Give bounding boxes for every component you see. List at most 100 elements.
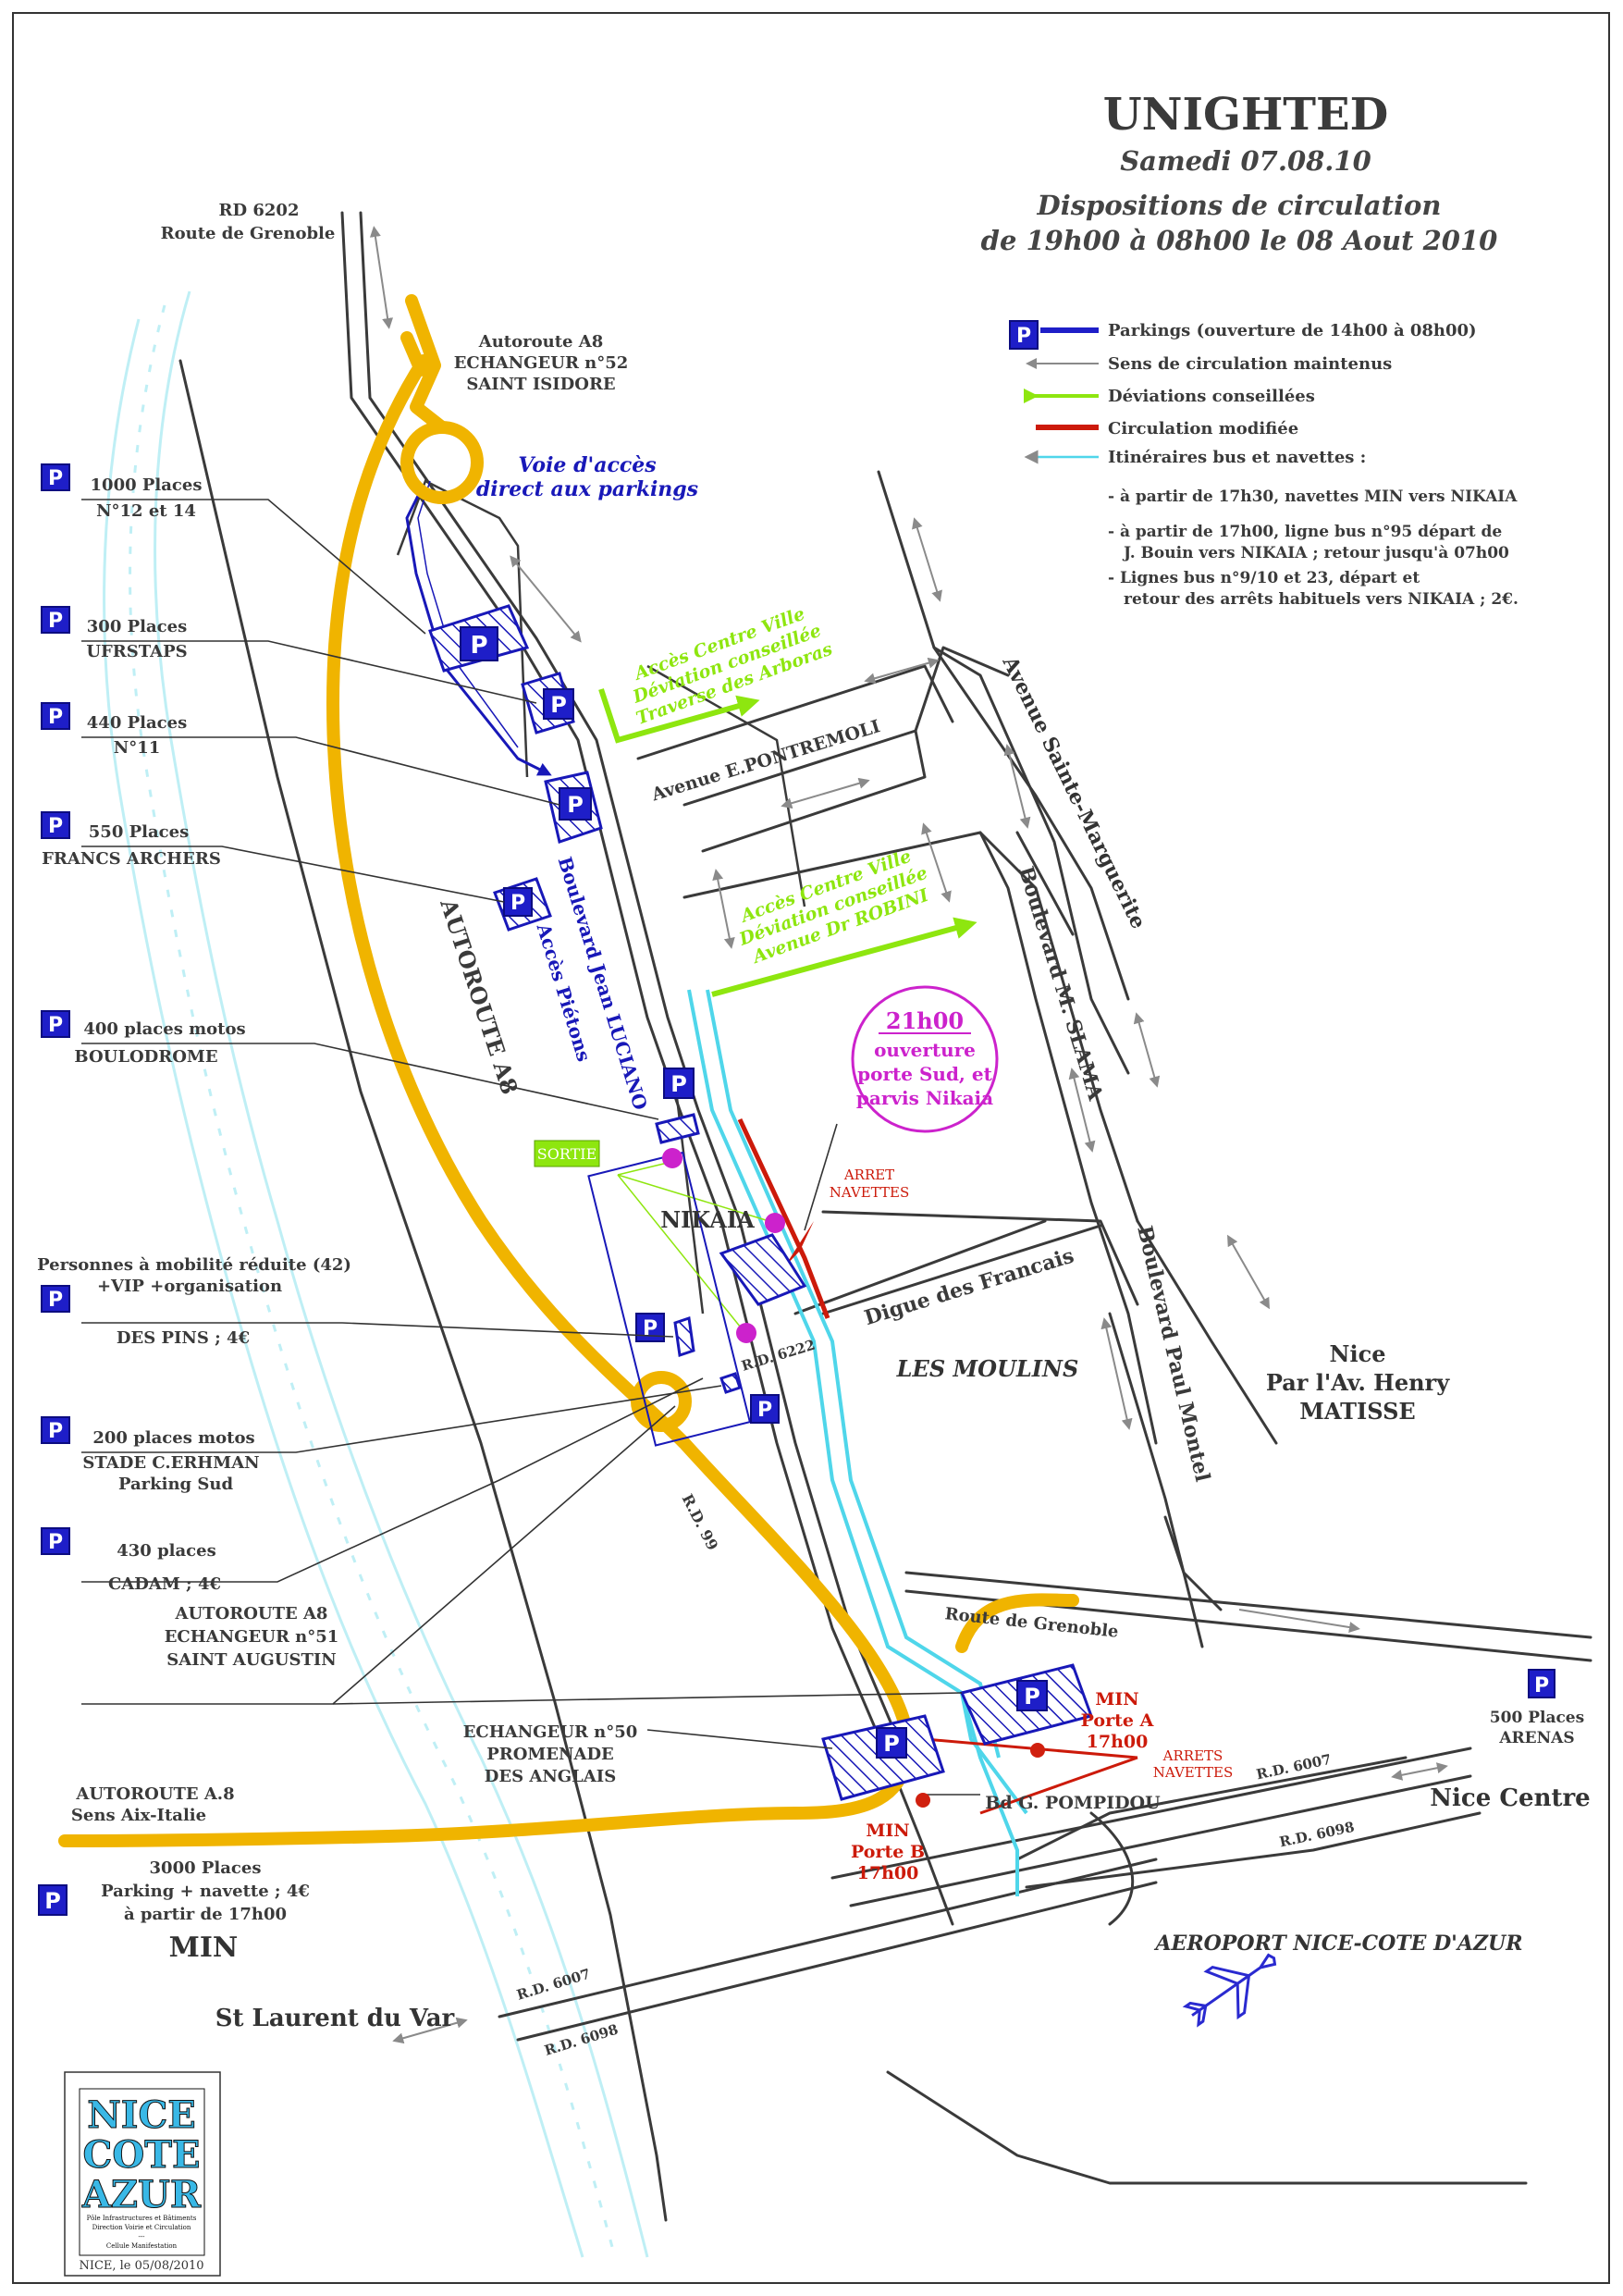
arret-label: NAVETTES xyxy=(830,1184,910,1201)
echangeur-51-label: AUTOROUTE A8 xyxy=(175,1604,328,1623)
les-moulins-label: LES MOULINS xyxy=(896,1355,1079,1382)
svg-text:P: P xyxy=(470,632,487,660)
parking-label: 440 Places xyxy=(87,713,187,733)
svg-text:P: P xyxy=(643,1317,658,1340)
svg-text:P: P xyxy=(44,1888,61,1914)
pontremoli-label: Avenue E.PONTREMOLI xyxy=(648,716,882,805)
legend-note-3a: - Lignes bus n°9/10 et 23, départ et xyxy=(1108,569,1420,587)
legend-deviations: Déviations conseillées xyxy=(1108,387,1315,406)
nice-matisse-label: MATISSE xyxy=(1299,1398,1415,1425)
svg-text:P: P xyxy=(757,1399,772,1422)
a8-sens-label: Sens Aix-Italie xyxy=(71,1806,206,1825)
legend-circulation: Circulation modifiée xyxy=(1108,419,1298,438)
svg-text:P: P xyxy=(48,1420,63,1443)
parking-label: ARENAS xyxy=(1498,1729,1574,1747)
rd6098-label: R.D. 6098 xyxy=(543,2021,621,2059)
subtitle-line-1: Dispositions de circulation xyxy=(1037,190,1442,221)
aeroport-label: AEROPORT NICE-COTE D'AZUR xyxy=(1153,1932,1522,1956)
logo-azur: AZUR xyxy=(81,2173,202,2216)
rd99-label: R.D. 99 xyxy=(679,1491,722,1553)
parking-label: DES PINS ; 4€ xyxy=(117,1328,250,1348)
parking-label: Parking Sud xyxy=(118,1475,234,1494)
parking-label: 300 Places xyxy=(87,617,187,636)
min-porte-a-label: MIN xyxy=(1095,1689,1138,1710)
parking-label: 400 places motos xyxy=(83,1019,245,1039)
logo-caption: --- xyxy=(138,2233,145,2240)
rd6202-label: Route de Grenoble xyxy=(161,224,336,243)
legend-note-3b: retour des arrêts habituels vers NIKAIA … xyxy=(1124,590,1518,609)
logo-caption: Cellule Manifestation xyxy=(106,2242,178,2250)
parking-label: UFRSTAPS xyxy=(86,642,187,661)
min-porte-b-label: Porte B xyxy=(851,1842,925,1862)
echangeur-52-label: Autoroute A8 xyxy=(478,332,603,352)
legend-note-2a: - à partir de 17h00, ligne bus n°95 dépa… xyxy=(1108,523,1502,541)
arrets-label: NAVETTES xyxy=(1153,1764,1234,1781)
parking-letters: P P P P P P P P P P P P P P P P P P P P xyxy=(44,325,1549,1914)
bubble-line: porte Sud, et xyxy=(857,1063,992,1085)
logo-caption: Pôle Infrastructures et Bâtiments xyxy=(87,2215,197,2222)
parking-markers xyxy=(38,320,1555,1916)
svg-text:P: P xyxy=(883,1731,900,1757)
street-network xyxy=(178,211,1592,2222)
subtitle-line-2: de 19h00 à 08h00 le 08 Aout 2010 xyxy=(981,225,1498,256)
svg-text:P: P xyxy=(550,692,567,718)
voie-acces-label: direct aux parkings xyxy=(476,477,698,501)
arrets-label: ARRETS xyxy=(1162,1747,1223,1764)
nice-cote-azur-logo xyxy=(64,2071,221,2277)
bubble-time: 21h00 xyxy=(886,1007,964,1034)
legend-symbols xyxy=(1024,327,1099,464)
logo-footer: NICE, le 05/08/2010 xyxy=(79,2259,203,2273)
svg-text:P: P xyxy=(1016,325,1031,348)
bus-route xyxy=(687,989,1028,1896)
page-frame xyxy=(12,12,1610,2284)
digue-label: Digue des Francais xyxy=(862,1243,1077,1330)
nikaia-markers xyxy=(662,1148,1045,1808)
circulation-arrows xyxy=(369,226,1448,2044)
svg-text:P: P xyxy=(48,815,63,838)
logo-caption: Direction Voirie et Circulation xyxy=(92,2224,191,2231)
legend-itineraires: Itinéraires bus et navettes : xyxy=(1108,448,1366,467)
circulation-modifiee xyxy=(737,1117,830,1319)
parking-label: 3000 Places xyxy=(150,1858,262,1878)
parking-label: STADE C.ERHMAN xyxy=(82,1453,259,1473)
voie-acces-label: Voie d'accès xyxy=(518,453,656,477)
parking-label: Parking + navette ; 4€ xyxy=(101,1882,310,1901)
parking-label: 550 Places xyxy=(89,822,189,842)
parking-label: N°11 xyxy=(114,738,161,758)
min-porte-a-label: Porte A xyxy=(1081,1710,1154,1731)
svg-text:P: P xyxy=(510,892,525,915)
paul-montel-label: Boulevard Paul Montel xyxy=(1132,1224,1214,1485)
min-porte-b-label: MIN xyxy=(866,1821,909,1841)
opening-bubble xyxy=(851,985,999,1133)
echangeur-50-label: PROMENADE xyxy=(486,1745,614,1764)
voie-acces-route xyxy=(405,489,552,776)
nikaia-perimeter xyxy=(587,1151,752,1447)
legend-note-1: - à partir de 17h30, navettes MIN vers N… xyxy=(1108,488,1518,506)
parking-label: 1000 Places xyxy=(91,475,203,495)
svg-text:P: P xyxy=(1024,1684,1040,1710)
deviation-traverse-arboras xyxy=(598,688,760,744)
sortie-label: SORTIE xyxy=(537,1145,597,1163)
svg-text:P: P xyxy=(48,467,63,490)
pompidou-label: Bd G. POMPIDOU xyxy=(985,1793,1161,1813)
parking-label: Personnes à mobilité réduite (42) xyxy=(37,1255,351,1275)
nice-centre-label: Nice Centre xyxy=(1430,1784,1590,1812)
parking-label: CADAM ; 4€ xyxy=(108,1574,221,1594)
arret-label: ARRET xyxy=(843,1167,894,1183)
svg-text:P: P xyxy=(48,1289,63,1312)
deviation-avenue-robini xyxy=(711,917,977,997)
min-title: MIN xyxy=(169,1932,239,1964)
echangeur-51-label: ECHANGEUR n°51 xyxy=(165,1627,339,1647)
parking-label: BOULODROME xyxy=(74,1047,217,1067)
parking-label: 200 places motos xyxy=(92,1428,254,1448)
echangeur-50-label: DES ANGLAIS xyxy=(485,1767,616,1786)
svg-text:P: P xyxy=(48,1531,63,1554)
svg-text:P: P xyxy=(48,706,63,729)
legend-parkings: Parkings (ouverture de 14h00 à 08h00) xyxy=(1108,321,1477,340)
parking-label: N°12 et 14 xyxy=(96,501,196,521)
parking-label: FRANCS ARCHERS xyxy=(42,849,221,869)
svg-text:P: P xyxy=(48,610,63,633)
sortie-box xyxy=(534,1140,600,1167)
svg-text:P: P xyxy=(567,792,584,818)
min-porte-b-label: 17h00 xyxy=(857,1863,919,1883)
